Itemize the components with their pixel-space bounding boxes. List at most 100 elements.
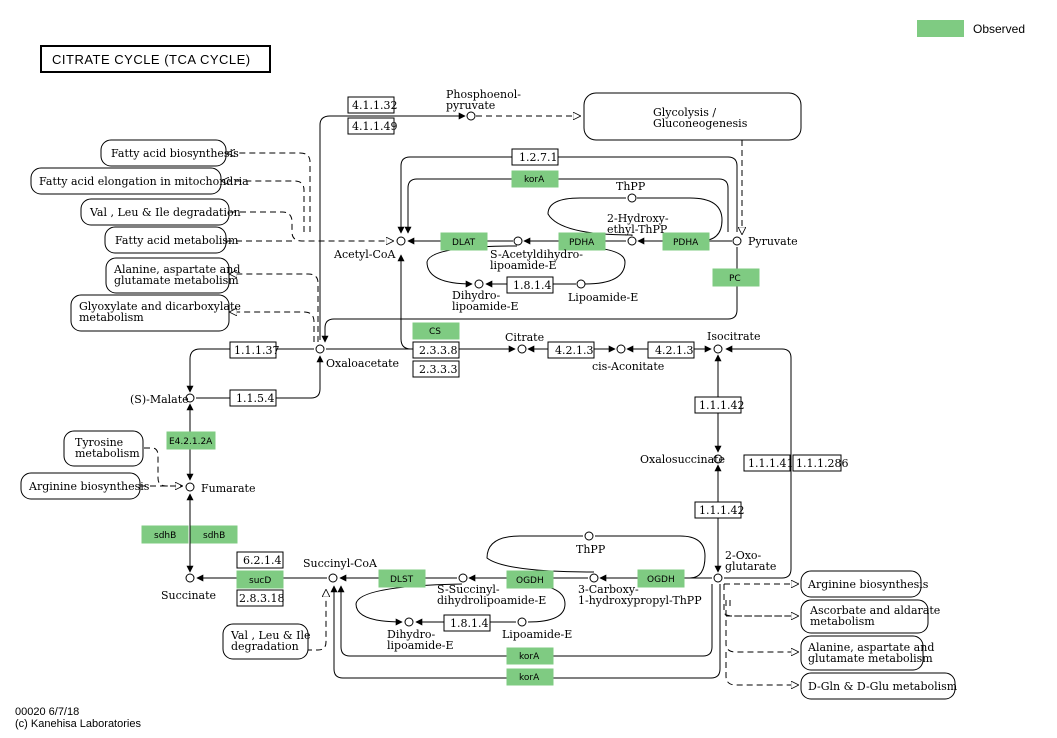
label: 4.1.1.32 (352, 99, 397, 112)
footer-code: 00020 6/7/18 (15, 706, 79, 718)
enzyme-ogdh-mid[interactable]: OGDH (506, 570, 554, 589)
label: degradation (231, 640, 299, 653)
label: Arginine biosynthesis (28, 480, 150, 493)
enzyme-korA-b2[interactable]: korA (506, 668, 554, 686)
compound-isocitrate[interactable] (713, 344, 723, 354)
compound-s-malate[interactable] (185, 393, 195, 403)
map-val-leu-ile-bottom[interactable]: Val , Leu & Ile degradation (222, 623, 311, 660)
compound-oxaloacetate[interactable] (315, 344, 325, 354)
enzyme-1-2-7-1[interactable]: 1.2.7.1 (511, 148, 559, 166)
label-pep-2: pyruvate (446, 99, 495, 112)
map-arginine-left[interactable]: Arginine biosynthesis (20, 472, 150, 500)
map-ascorbate[interactable]: Ascorbate and aldarate metabolism (800, 599, 940, 634)
enzyme-1-8-1-4-bottom[interactable]: 1.8.1.4 (443, 614, 491, 632)
label-hydroxyethyl-1: 2-Hydroxy- (607, 212, 669, 225)
label: CS (429, 327, 441, 337)
page-title: CITRATE CYCLE (TCA CYCLE) (52, 52, 251, 67)
map-alanine-top[interactable]: Alanine, aspartate and glutamate metabol… (105, 257, 240, 294)
label: DLAT (452, 238, 476, 248)
label-s-acetyl-2: lipoamide-E (490, 259, 557, 272)
label: 1.1.1.286 (796, 457, 848, 470)
compound-dihydro-top[interactable] (474, 279, 484, 289)
enzyme-ogdh-right[interactable]: OGDH (637, 569, 685, 588)
map-alanine-bottom[interactable]: Alanine, aspartate and glutamate metabol… (800, 635, 934, 671)
compound-lipoamide-top[interactable] (576, 279, 586, 289)
enzyme-korA-top[interactable]: korA (511, 170, 559, 188)
label: 2.3.3.8 (419, 344, 457, 357)
map-arginine-right[interactable]: Arginine biosynthesis (800, 570, 929, 598)
label-thpp-bottom: ThPP (576, 543, 606, 556)
enzyme-sucd[interactable]: sucD (236, 570, 284, 589)
map-tyrosine[interactable]: Tyrosine metabolism (63, 430, 144, 467)
enzyme-1-8-1-4-top[interactable]: 1.8.1.4 (506, 276, 554, 294)
label: Arginine biosynthesis (807, 578, 929, 591)
label: sdhB (154, 531, 176, 541)
label: OGDH (516, 576, 544, 586)
map-fatty-acid-elongation[interactable]: Fatty acid elongation in mitochondria (30, 167, 249, 195)
compound-oxalosuccinate[interactable] (713, 454, 723, 464)
compound-citrate[interactable] (517, 344, 527, 354)
compound-s-acetyl[interactable] (513, 236, 523, 246)
enzyme-2-3-3-3[interactable]: 2.3.3.3 (412, 360, 460, 378)
compound-s-succinyl[interactable] (458, 573, 468, 583)
enzyme-cs[interactable]: CS (412, 322, 460, 340)
enzyme-dlat[interactable]: DLAT (440, 232, 488, 251)
label: 1.1.5.4 (236, 392, 274, 405)
compound-carboxy[interactable] (589, 573, 599, 583)
title-box: CITRATE CYCLE (TCA CYCLE) (40, 45, 271, 73)
map-fatty-acid-biosynthesis[interactable]: Fatty acid biosynthesis (100, 139, 239, 167)
compound-lipoamide-bottom[interactable] (517, 617, 527, 627)
enzyme-pdha-mid[interactable]: PDHA (558, 232, 606, 251)
enzyme-1-1-1-42-a[interactable]: 1.1.1.42 (694, 396, 744, 414)
enzyme-1-1-1-286[interactable]: 1.1.1.286 (792, 454, 848, 472)
enzyme-1-1-1-41[interactable]: 1.1.1.41 (743, 454, 793, 472)
label-thpp-top: ThPP (616, 180, 646, 193)
enzyme-sdhb-b[interactable]: sdhB (190, 525, 238, 544)
enzyme-1-1-5-4[interactable]: 1.1.5.4 (229, 389, 277, 407)
enzyme-sdhb-a[interactable]: sdhB (141, 525, 189, 544)
compound-nodes (185, 111, 742, 627)
enzyme-korA-b1[interactable]: korA (506, 647, 554, 665)
compound-hydroxyethyl[interactable] (627, 236, 637, 246)
label-succinate: Succinate (161, 589, 216, 602)
label: 1.2.7.1 (519, 151, 557, 164)
label-oxalosuccinate: Oxalosuccinate (640, 453, 725, 466)
label: Val , Leu & Ile (230, 629, 311, 642)
label: 1.8.1.4 (450, 617, 488, 630)
compound-succinate[interactable] (185, 573, 195, 583)
compound-oxoglutarate[interactable] (713, 573, 723, 583)
compound-thpp-bottom[interactable] (584, 531, 594, 541)
compound-cis-aconitate[interactable] (616, 344, 626, 354)
enzyme-4-2-1-3-b[interactable]: 4.2.1.3 (647, 341, 695, 359)
enzyme-pdha-right[interactable]: PDHA (662, 232, 710, 251)
compound-dihydro-bottom[interactable] (404, 617, 414, 627)
compound-pep[interactable] (466, 111, 476, 121)
compound-labels: Phosphoenol- pyruvate ThPP 2-Hydroxy- et… (130, 88, 798, 652)
label: Glyoxylate and dicarboxylate (79, 300, 241, 313)
enzyme-1-1-1-42-b[interactable]: 1.1.1.42 (694, 501, 744, 519)
label-dihydro-top-2: lipoamide-E (452, 300, 519, 313)
label-oxaloacetate: Oxaloacetate (326, 357, 399, 370)
enzyme-2-8-3-18[interactable]: 2.8.3.18 (236, 589, 284, 607)
compound-pyruvate[interactable] (732, 236, 742, 246)
enzyme-e4-2-1-2a[interactable]: E4.2.1.2A (166, 431, 216, 450)
enzyme-6-2-1-4[interactable]: 6.2.1.4 (236, 551, 284, 569)
enzyme-4-1-1-32[interactable]: 4.1.1.32 (347, 96, 397, 114)
enzyme-4-1-1-49[interactable]: 4.1.1.49 (347, 117, 397, 135)
map-fatty-acid-metabolism[interactable]: Fatty acid metabolism (104, 226, 239, 254)
enzyme-2-3-3-8[interactable]: 2.3.3.8 (412, 341, 460, 359)
enzyme-4-2-1-3-a[interactable]: 4.2.1.3 (547, 341, 595, 359)
label-cis-aconitate: cis-Aconitate (592, 360, 664, 373)
map-glycolysis[interactable]: Glycolysis / Gluconeogenesis (583, 92, 802, 141)
map-dgln-dglu[interactable]: D-Gln & D-Glu metabolism (800, 672, 958, 700)
compound-succinyl-coa[interactable] (328, 573, 338, 583)
compound-fumarate[interactable] (185, 482, 195, 492)
map-val-leu-ile-degradation[interactable]: Val , Leu & Ile degradation (80, 198, 241, 226)
compound-acetyl-coa[interactable] (396, 236, 406, 246)
enzyme-pc[interactable]: PC (712, 268, 760, 287)
map-glyoxylate[interactable]: Glyoxylate and dicarboxylate metabolism (70, 294, 241, 332)
enzyme-1-1-1-37[interactable]: 1.1.1.37 (229, 341, 279, 359)
enzyme-dlst[interactable]: DLST (378, 569, 426, 588)
compound-thpp-top[interactable] (627, 193, 637, 203)
